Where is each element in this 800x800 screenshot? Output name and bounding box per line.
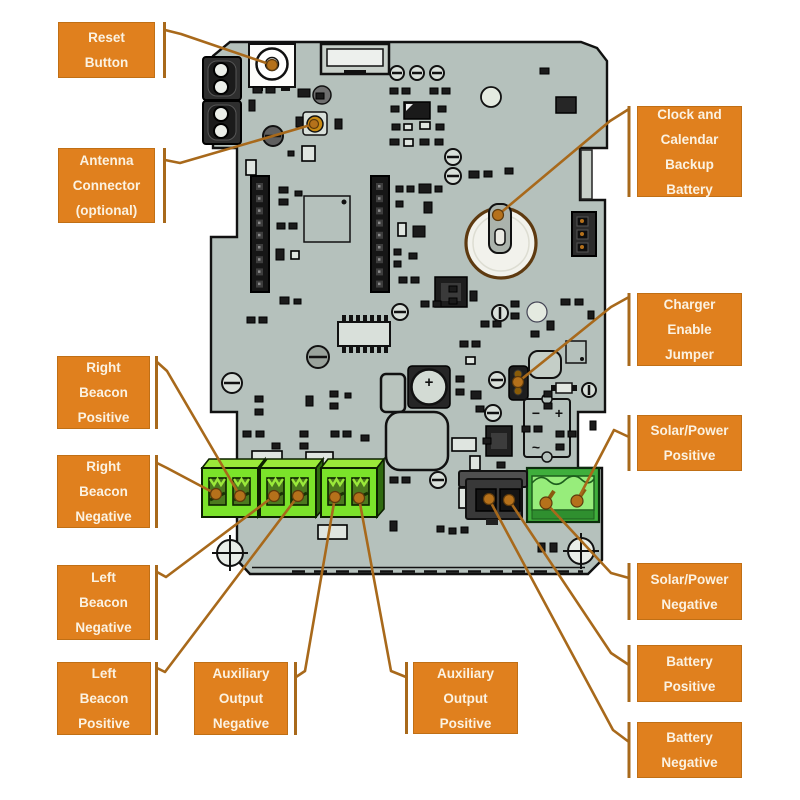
leader-solar-negative — [545, 502, 630, 580]
leader-left-beacon-positive — [156, 495, 300, 674]
label-aux-output-negative: Auxiliary Output Negative — [194, 662, 288, 735]
silkscreen-plus: + — [555, 405, 563, 421]
smd-ic-topright — [555, 96, 577, 114]
leader-aux-positive — [357, 497, 407, 679]
board-hole-top — [480, 86, 502, 108]
label-clock-backup-battery: Clock and Calendar Backup Battery — [637, 106, 742, 197]
leader-aux-negative — [295, 496, 337, 679]
left-connector-bottom — [202, 100, 242, 145]
inductor — [384, 410, 450, 472]
leader-right-beacon-negative — [156, 461, 217, 496]
leader-left-beacon-negative — [156, 494, 275, 579]
leader-antenna — [164, 122, 315, 165]
leader-right-beacon-positive — [156, 361, 242, 497]
terminal-block-2 — [258, 456, 325, 520]
leader-clock-battery — [497, 107, 630, 216]
label-right-beacon-positive: Right Beacon Positive — [57, 356, 150, 429]
pin-header-pins — [256, 183, 383, 288]
smd-ic-top — [403, 101, 431, 120]
screw-heads — [221, 65, 597, 489]
label-left-beacon-positive: Left Beacon Positive — [57, 662, 151, 735]
silkscreen-minus: − — [532, 405, 540, 421]
tall-capacitor — [379, 372, 407, 414]
capacitor-plus-mark: + — [425, 374, 434, 391]
left-connector-top — [202, 56, 242, 101]
label-left-beacon-negative: Left Beacon Negative — [57, 565, 150, 640]
rounded-component — [528, 350, 562, 379]
solar-terminal-block — [525, 466, 601, 524]
leader-solar-positive — [575, 428, 630, 502]
three-pin-connector — [571, 211, 597, 257]
smd-ic-bottom — [485, 425, 513, 457]
leader-battery-negative — [487, 498, 630, 744]
label-antenna-connector: Antenna Connector (optional) — [58, 148, 155, 223]
right-notch-tab — [580, 149, 593, 200]
dip-ic — [337, 315, 391, 353]
label-charger-enable-jumper: Charger Enable Jumper — [637, 293, 742, 366]
shield-slot — [319, 42, 391, 76]
electrolytic-capacitor — [407, 365, 451, 409]
leader-reset — [164, 28, 273, 67]
leader-charger-jumper — [517, 295, 630, 384]
label-battery-negative: Battery Negative — [637, 722, 742, 778]
ic-footprint-left — [303, 195, 351, 243]
coin-cell-battery — [464, 203, 538, 280]
leader-lines — [156, 28, 630, 744]
mounting-hole-left — [212, 535, 248, 571]
label-brackets — [155, 22, 631, 778]
silkscreen-ac1: ~ — [532, 439, 540, 455]
smd-diode — [551, 382, 577, 394]
board-hole-mid — [526, 301, 548, 323]
smd-passives — [242, 67, 597, 553]
ic-footprint-right — [565, 340, 587, 364]
leader-dots — [209, 58, 584, 510]
terminal-block-3 — [319, 456, 386, 520]
label-aux-output-positive: Auxiliary Output Positive — [413, 662, 518, 734]
label-solar-power-negative: Solar/Power Negative — [637, 563, 742, 620]
label-solar-power-positive: Solar/Power Positive — [637, 415, 742, 471]
label-right-beacon-negative: Right Beacon Negative — [57, 455, 150, 528]
label-battery-positive: Battery Positive — [637, 645, 742, 702]
terminal-blocks — [200, 456, 386, 520]
label-reset-button: Reset Button — [58, 22, 155, 78]
leader-battery-positive — [507, 499, 630, 667]
